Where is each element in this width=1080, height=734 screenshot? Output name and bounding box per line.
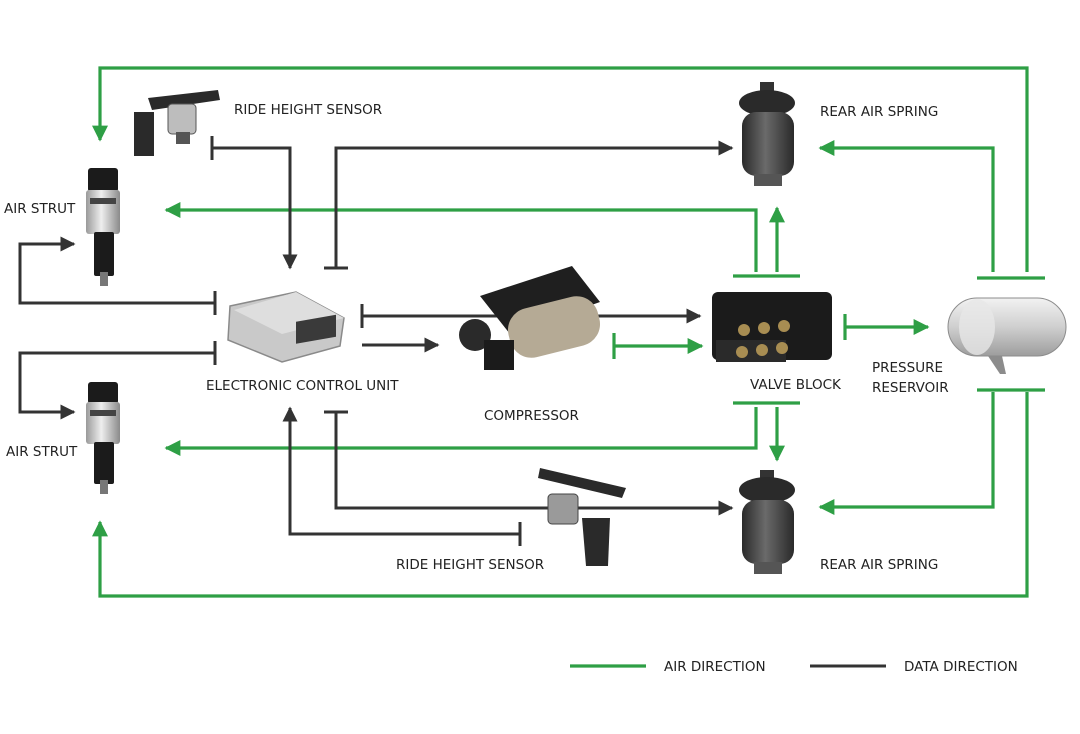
legend-data-label: DATA DIRECTION xyxy=(904,659,1018,675)
air-lines xyxy=(92,66,1045,598)
data-line-ecu-to-front-strut xyxy=(18,236,215,305)
ride-height-sensor-top-label: RIDE HEIGHT SENSOR xyxy=(234,102,382,118)
rear-air-spring-bottom-image xyxy=(739,470,795,574)
pressure-reservoir-label-line1: PRESSURE xyxy=(872,360,943,376)
data-line-sensor-bottom-to-ecu xyxy=(282,406,520,536)
compressor-image xyxy=(459,266,601,370)
air-line-reservoir-to-rear-spring-top xyxy=(818,140,995,272)
rear-air-spring-top-label: REAR AIR SPRING xyxy=(820,104,938,120)
air-line-reservoir-to-front-strut xyxy=(92,66,1029,272)
air-strut-rear-image xyxy=(86,382,120,494)
air-strut-front-label: AIR STRUT xyxy=(4,201,76,217)
air-line-reservoir-to-rear-strut xyxy=(92,392,1029,598)
legend-air-label: AIR DIRECTION xyxy=(664,659,766,675)
ride-height-sensor-top-image xyxy=(134,90,220,156)
valve-block-image xyxy=(712,292,832,362)
component-labels: RIDE HEIGHT SENSOR REAR AIR SPRING AIR S… xyxy=(4,102,949,573)
data-line-ecu-to-rear-spring-bottom xyxy=(334,412,734,516)
air-line-reservoir-to-rear-spring-bottom xyxy=(818,392,995,515)
ecu-label: ELECTRONIC CONTROL UNIT xyxy=(206,378,399,394)
legend: AIR DIRECTION DATA DIRECTION xyxy=(570,659,1018,675)
valve-block-label: VALVE BLOCK xyxy=(750,377,842,393)
rear-air-spring-bottom-label: REAR AIR SPRING xyxy=(820,557,938,573)
pressure-reservoir-image xyxy=(947,297,1067,374)
air-line-valve-to-front-strut xyxy=(164,202,758,272)
air-strut-front-image xyxy=(86,168,120,286)
compressor-label: COMPRESSOR xyxy=(484,408,579,424)
ecu-image xyxy=(227,291,345,363)
data-line-ecu-to-rear-strut xyxy=(18,351,215,420)
data-line-sensor-top-to-ecu xyxy=(212,146,298,270)
rear-air-spring-top-image xyxy=(739,82,795,186)
data-lines xyxy=(18,136,734,546)
ride-height-sensor-bottom-label: RIDE HEIGHT SENSOR xyxy=(396,557,544,573)
air-line-valve-to-rear-strut xyxy=(164,407,758,456)
pressure-reservoir-label-line2: RESERVOIR xyxy=(872,380,949,396)
ride-height-sensor-bottom-image xyxy=(538,468,626,566)
data-line-ecu-to-rear-spring-top xyxy=(334,140,734,268)
air-strut-rear-label: AIR STRUT xyxy=(6,444,78,460)
